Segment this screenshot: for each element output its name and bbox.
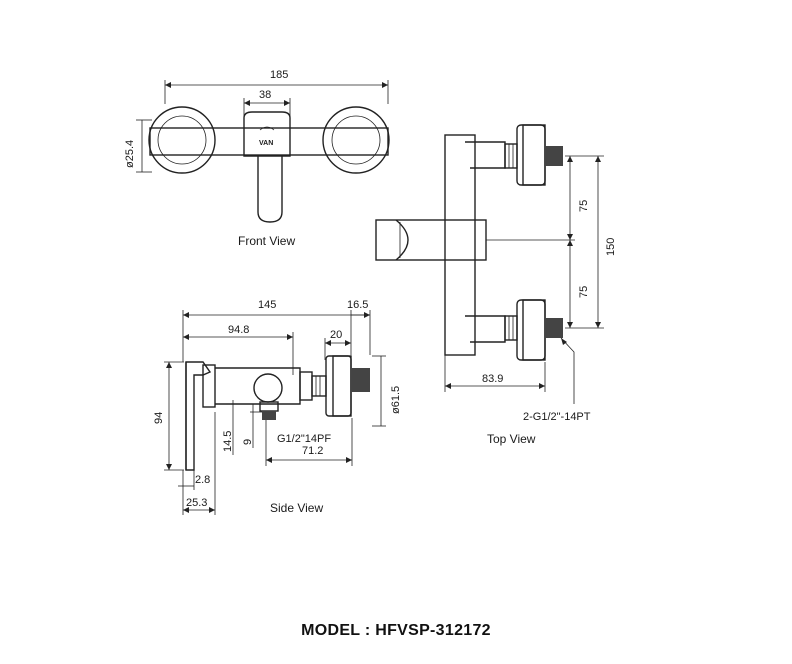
side-thread-label: G1/2"14PF [277,433,331,445]
side-view: 145 16.5 94.8 20 94 [153,299,402,515]
front-dim-width: 185 [270,69,288,81]
top-dim-lower: 75 [578,286,590,298]
model-label: MODEL : HFVSP-312172 [301,622,491,639]
side-dim-9: 9 [242,439,254,445]
front-logo: VAN [259,140,273,147]
side-dim-25-3: 25.3 [186,497,207,509]
front-view-caption: Front View [238,234,295,248]
top-dim-depth: 83.9 [482,373,503,385]
front-dim-center: 38 [259,89,271,101]
side-dim-inner: 94.8 [228,324,249,336]
top-dim-total: 150 [605,238,617,256]
side-dim-cap: 16.5 [347,299,368,311]
front-dim-dia: ø25.4 [124,140,136,168]
top-dim-upper: 75 [578,200,590,212]
side-dim-height: 94 [153,412,165,424]
side-dim-71-2: 71.2 [302,445,323,457]
side-view-caption: Side View [270,501,323,515]
side-dim-2-8: 2.8 [195,474,210,486]
top-view-caption: Top View [487,432,536,446]
top-view: 75 75 150 83.9 2-G1/2"-14PT Top View [375,124,617,446]
side-dim-dia: ø61.5 [390,386,402,414]
side-dim-gap: 20 [330,329,342,341]
side-dim-total: 145 [258,299,276,311]
side-dim-14-5: 14.5 [222,431,234,452]
top-thread-label: 2-G1/2"-14PT [523,411,591,423]
front-view: 185 38 ø25.4 VAN Front View [124,69,390,248]
